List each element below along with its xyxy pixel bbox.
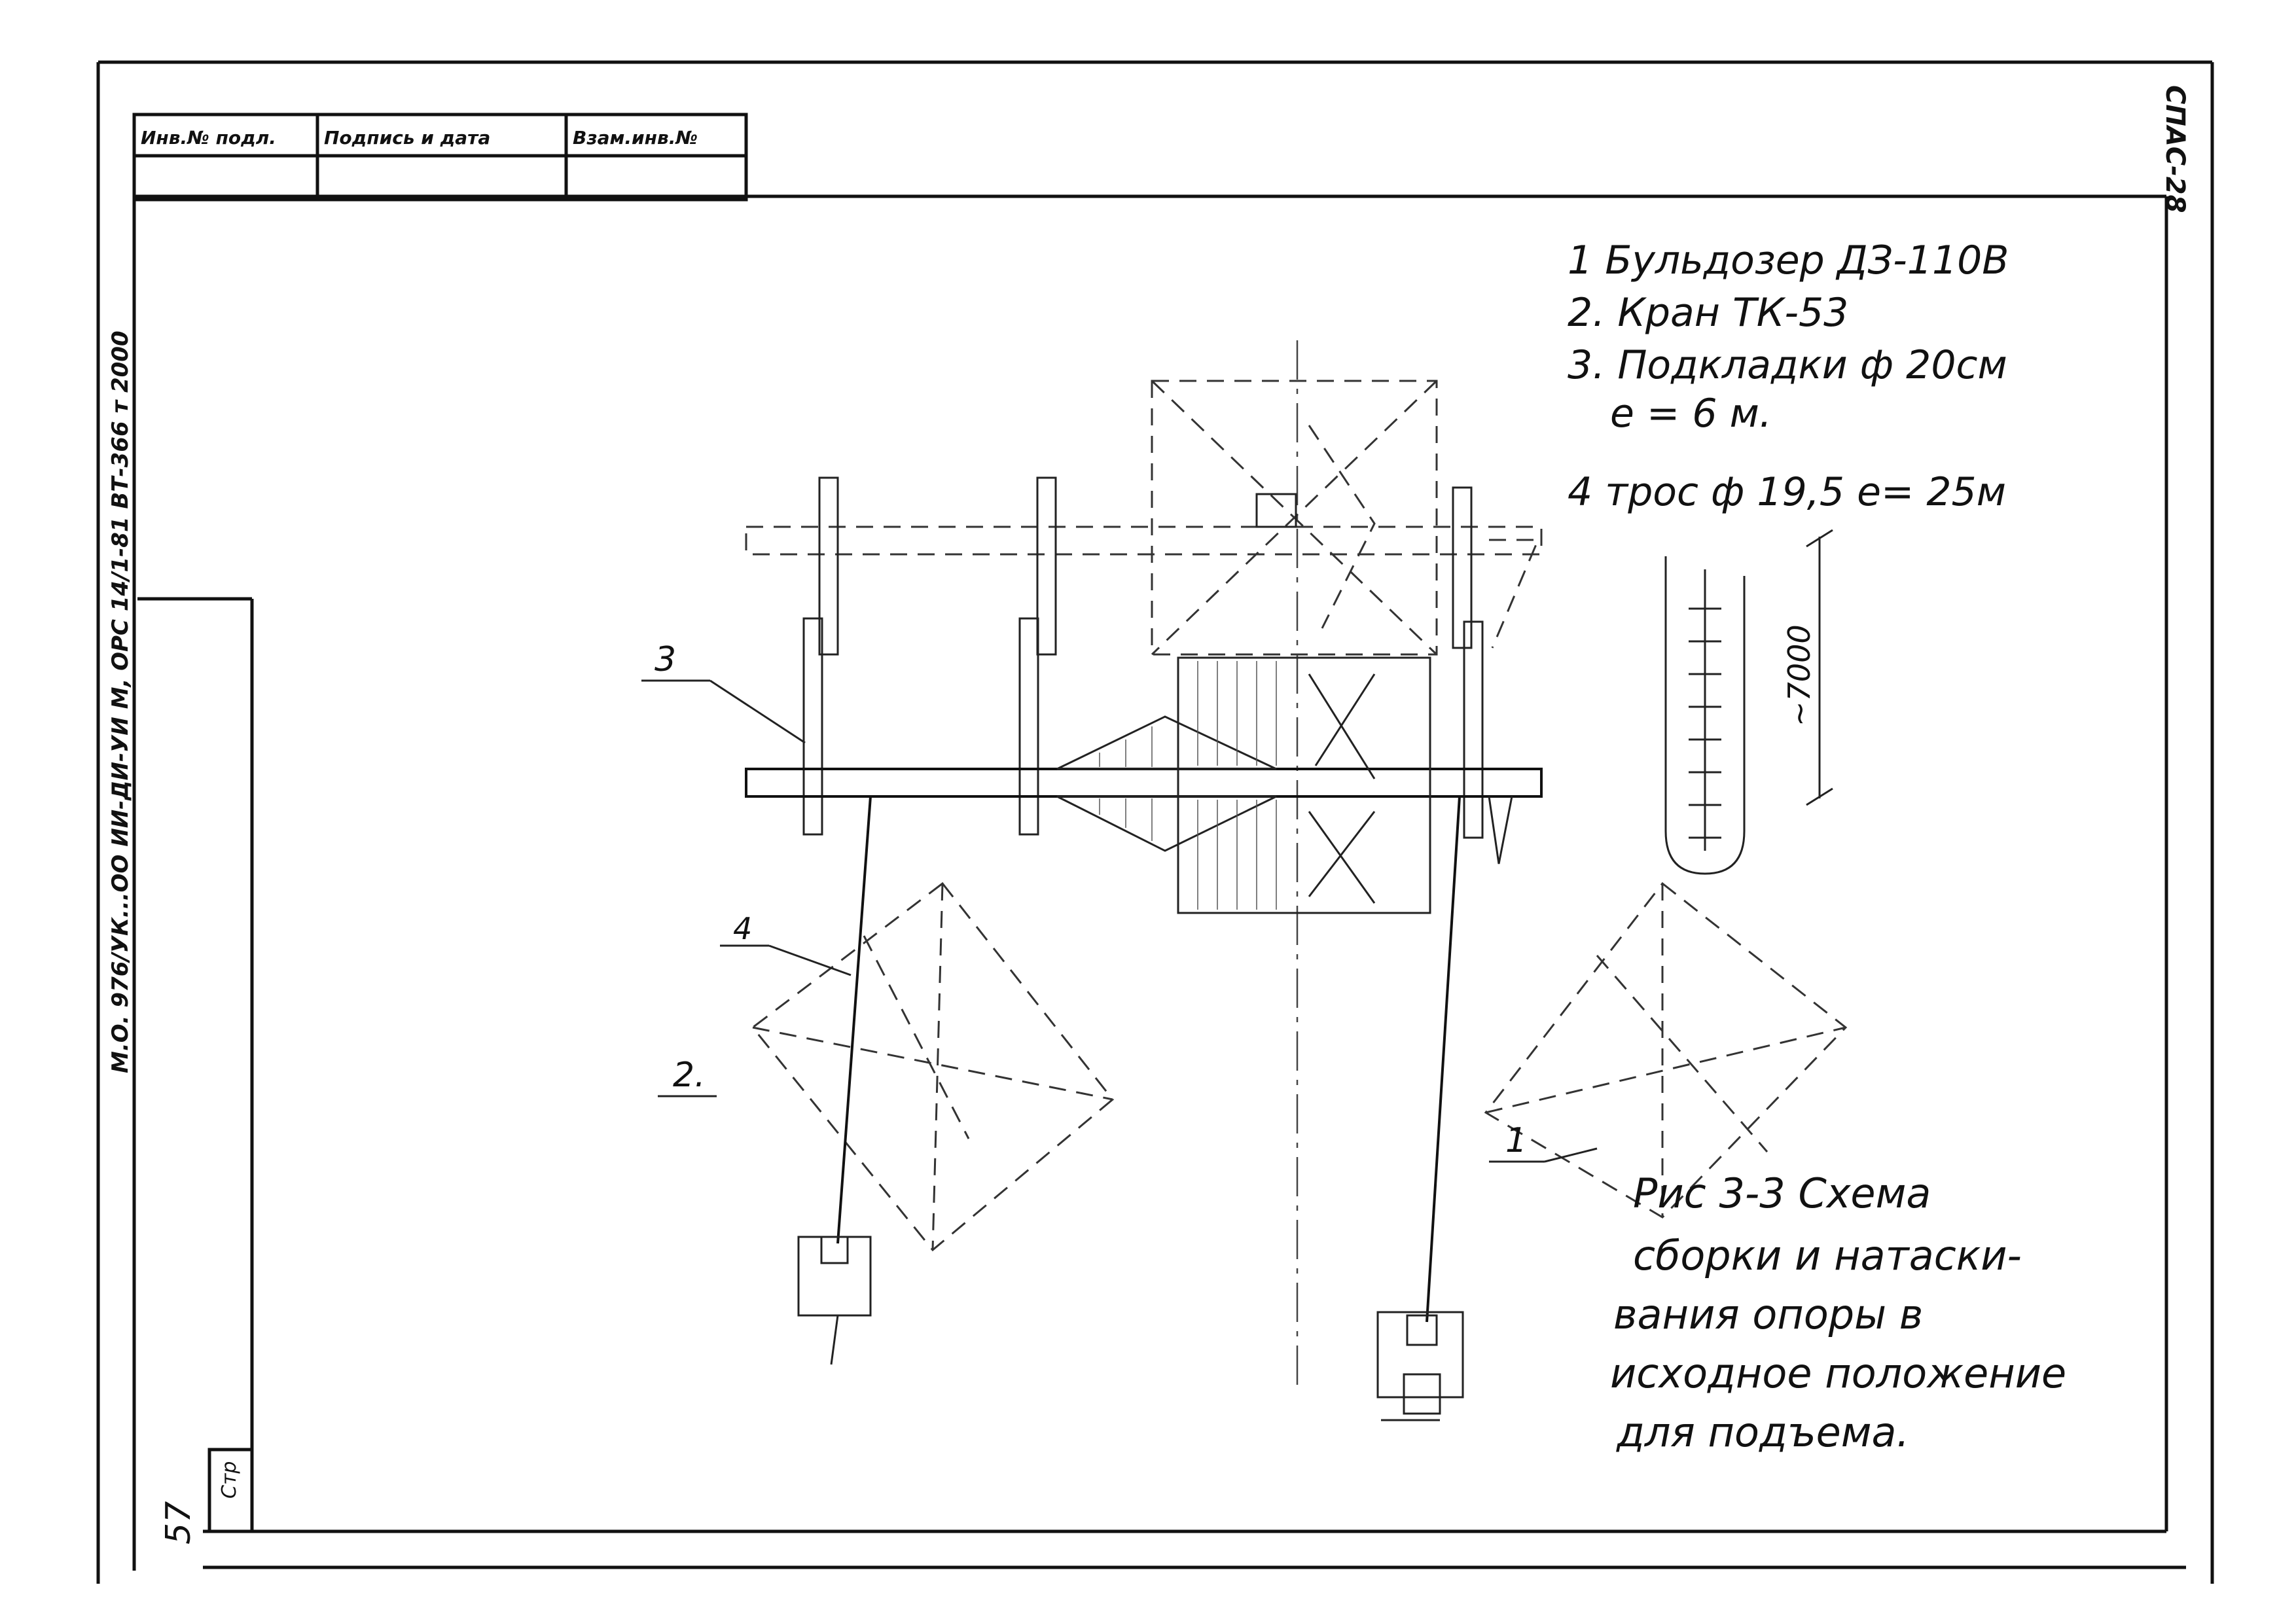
caption-line-1: Рис 3-3 Схема [1633,1169,1931,1217]
legend: 1 Бульдозер ДЗ-110В 2. Кран ТК-53 3. Под… [1568,238,2009,515]
callout-4: 4 [733,911,752,946]
caption-line-3: вания опоры в [1613,1291,1923,1338]
outer-frame [96,60,2214,1584]
header-stamp: Инв.№ подл. Подпись и дата Взам.инв.№ [132,113,748,202]
right-tractor-icon [1376,1311,1464,1421]
legend-item-cable: 4 трос ф 19,5 е= 25м [1568,469,2006,515]
caption-line-4: исходное положение [1610,1349,2066,1397]
callout-3: 3 [655,640,676,679]
left-margin-box [137,597,254,1533]
legend-item-pads: 3. Подкладки ф 20см [1568,342,2007,388]
figure-caption: Рис 3-3 Схема сборки и натаски- вания оп… [1610,1169,2066,1456]
caption-line-2: сборки и натаски- [1633,1232,2022,1279]
legend-item-pads-length: е = 6 м. [1610,391,1772,437]
page-label: Стр [218,1461,241,1499]
vertical-registration-note: М.О. 976/УК...ОО ИИ-ДИ-УИ М, ОРС 14/1-81… [107,330,134,1073]
stamp-cell-sign: Подпись и дата [324,127,490,149]
crane-outline [751,882,1115,1252]
callout-1: 1 [1505,1121,1527,1160]
assembly-schematic: ~7000 3 4 2. 1 [641,340,1848,1421]
dimension-label: ~7000 [1782,624,1817,726]
caption-line-5: для подъема. [1616,1408,1909,1456]
stamp-cell-replace: Взам.инв.№ [573,127,698,149]
legend-item-crane: 2. Кран ТК-53 [1568,290,1848,336]
left-tractor-icon [797,1236,872,1365]
callout-2: 2. [673,1056,706,1095]
page-number: 57 [159,1501,198,1544]
bulldozer-outline [1484,882,1848,1219]
mast-body [1056,656,1431,914]
legend-item-bulldozer: 1 Бульдозер ДЗ-110В [1568,238,2009,283]
sheet-code: СПАС-28 [2160,85,2190,213]
dimension-scale: ~7000 [1664,529,1833,875]
stamp-cell-inv: Инв.№ подл. [141,127,276,149]
callouts: 3 4 2. 1 [641,640,1598,1163]
